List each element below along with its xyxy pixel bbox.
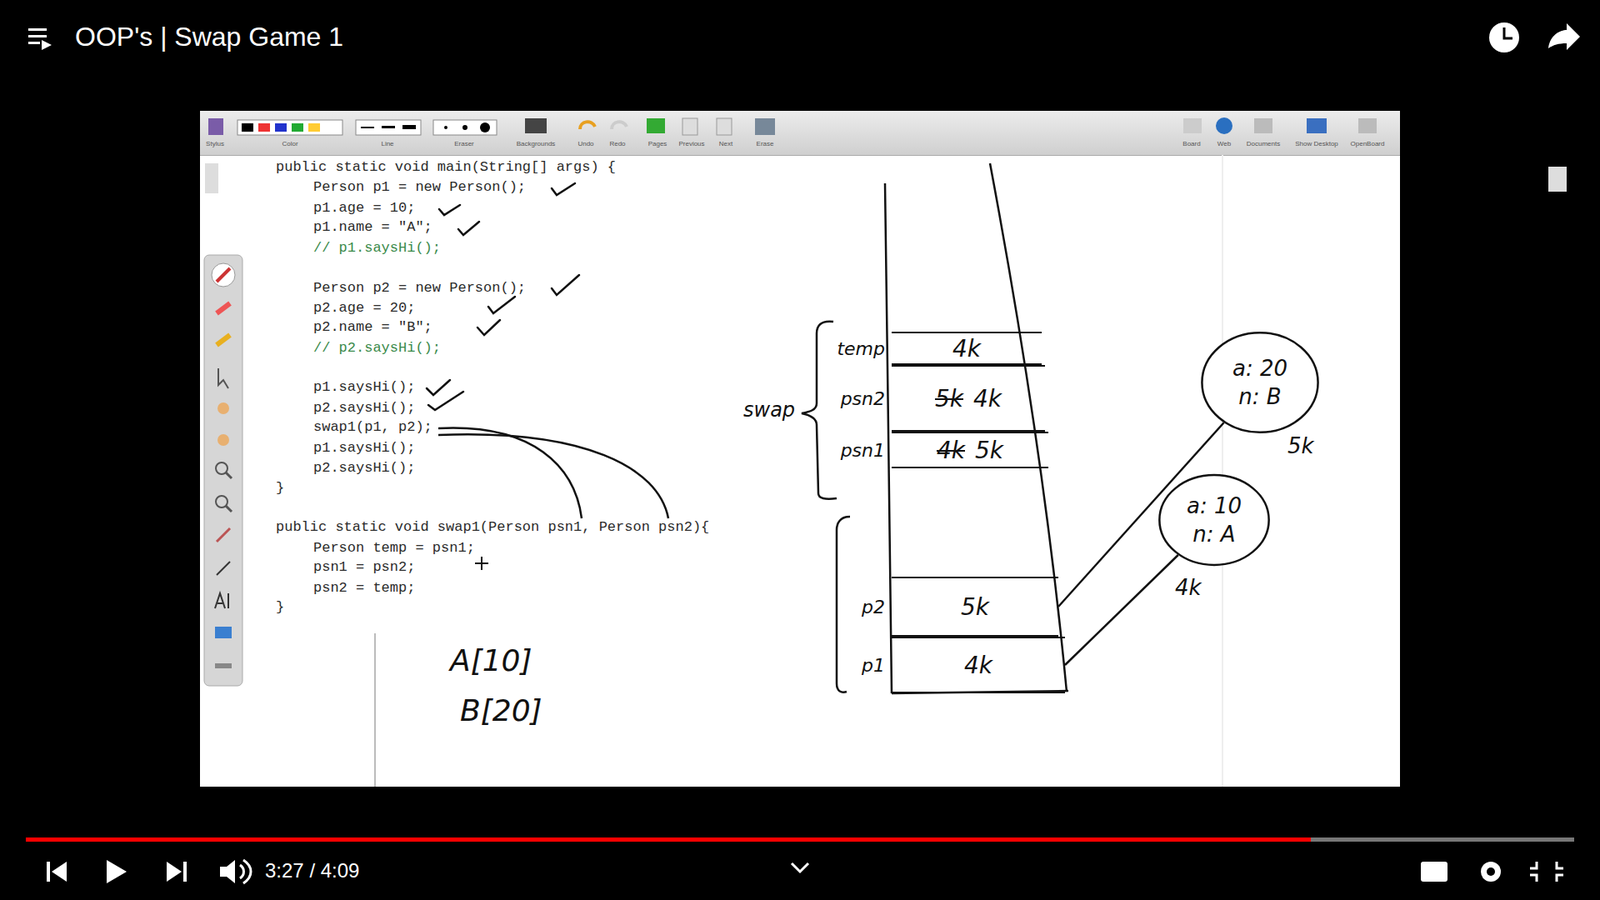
circle-shape — [1159, 475, 1269, 565]
variable-name: psn1 — [840, 440, 885, 461]
code-line: } — [275, 479, 285, 498]
video-title: OOP's | Swap Game 1 — [75, 21, 344, 53]
code-line: // p1.saysHi(); — [313, 239, 441, 258]
code-line: p2.age = 20; — [313, 299, 415, 318]
stack-cell: temp4k — [891, 331, 1042, 365]
address-value: 4k — [936, 436, 965, 465]
toolbar-label: Next — [719, 140, 733, 148]
toolbar-label: Color — [281, 140, 298, 148]
variable-name: p2 — [861, 596, 885, 618]
code-line: } — [275, 598, 285, 617]
share-icon — [1548, 23, 1580, 50]
player-controls — [46, 860, 1564, 884]
menu-icon — [28, 28, 52, 50]
code-line: p1.saysHi(); — [313, 378, 415, 397]
check-marks — [426, 183, 580, 410]
code-line: p2.saysHi(); — [313, 399, 415, 418]
field-text: n: A — [1192, 520, 1235, 549]
circle-outline — [1158, 474, 1270, 566]
toolbar-label: Show Desktop — [1295, 140, 1339, 148]
time-display: 3:27 / 4:09 — [265, 859, 360, 883]
code-line: Person p1 = new Person(); — [313, 178, 526, 197]
toolbar-icons — [208, 117, 1377, 135]
cursor — [475, 556, 489, 570]
toolbar-label: Pages — [648, 140, 668, 148]
code-line: swap1(p1, p2); — [313, 418, 433, 437]
side-tab — [1548, 166, 1567, 192]
variable-name: psn2 — [840, 388, 885, 410]
code-line: public static void main(String[] args) { — [275, 158, 616, 177]
toolbar-label: Previous — [678, 140, 705, 148]
toolbar-label: Board — [1182, 140, 1200, 148]
toolbar-label: Line — [380, 140, 394, 148]
address-value: 4k — [952, 335, 981, 363]
frame-label: swap — [743, 398, 795, 422]
toolbar-label: Backgrounds — [516, 140, 556, 148]
code-line: psn1 = psn2; — [313, 558, 415, 577]
toolbar-label: Documents — [1246, 140, 1280, 148]
clock-icon — [1489, 22, 1520, 53]
address-value: 5k — [935, 385, 964, 413]
stack-cell: psn14k5k — [891, 431, 1049, 469]
code-line: // p2.saysHi(); — [313, 339, 441, 358]
variable-name: temp — [836, 338, 885, 360]
toolbar-label: Redo — [609, 140, 625, 148]
field-text: n: B — [1238, 382, 1281, 411]
address-label: 4k — [1175, 575, 1202, 600]
stack-column — [885, 163, 1069, 694]
stack-cell: psn25k4k — [891, 365, 1045, 432]
code-line: p1.name = "A"; — [313, 218, 433, 237]
circle-outline — [1200, 331, 1320, 434]
field-text: a: 20 — [1232, 354, 1288, 383]
circle-shape — [1201, 332, 1318, 433]
divider-line — [1221, 155, 1224, 787]
progress-track — [25, 837, 1575, 842]
stack-cell: p14k — [891, 636, 1065, 694]
divider-line — [374, 633, 376, 787]
object-circle: a: 20n: B — [1200, 331, 1320, 434]
stack-cell: p25k — [891, 576, 1059, 637]
field-text: a: 10 — [1186, 491, 1242, 520]
handwritten-note: B[20] — [460, 693, 543, 728]
toolbar-label: OpenBoard — [1350, 140, 1385, 148]
toolbar-label: Web — [1217, 140, 1231, 148]
code-line: p2.saysHi(); — [313, 459, 415, 478]
code-line: Person temp = psn1; — [313, 539, 475, 558]
code-line: p2.name = "B"; — [313, 318, 433, 337]
frame-bracket — [801, 321, 837, 500]
tool-palette — [204, 255, 243, 686]
address-value: 4k — [964, 651, 993, 680]
code-line: public static void swap1(Person psn1, Pe… — [275, 518, 710, 537]
frame-bracket — [836, 516, 850, 693]
argument-arrows — [438, 428, 669, 519]
address-value: 5k — [975, 436, 1004, 465]
side-tab — [205, 163, 219, 194]
variable-name: p1 — [861, 655, 885, 676]
address-label: 5k — [1287, 433, 1315, 459]
address-value: 5k — [960, 593, 990, 621]
code-line: Person p2 = new Person(); — [313, 279, 526, 298]
address-value: 4k — [973, 385, 1002, 413]
toolbar-label: Erase — [756, 140, 775, 148]
code-line: p1.saysHi(); — [313, 439, 415, 458]
object-circle: a: 10n: A — [1158, 474, 1270, 566]
handwritten-note: A[10] — [450, 643, 533, 678]
reference-line — [1065, 555, 1179, 665]
progress-bar — [25, 837, 1311, 842]
toolbar-label: Undo — [577, 140, 594, 148]
toolbar-label: Stylus — [205, 140, 225, 148]
code-line: p1.age = 10; — [313, 199, 415, 218]
code-line: psn2 = temp; — [313, 579, 415, 598]
toolbar-label: Eraser — [454, 140, 475, 148]
